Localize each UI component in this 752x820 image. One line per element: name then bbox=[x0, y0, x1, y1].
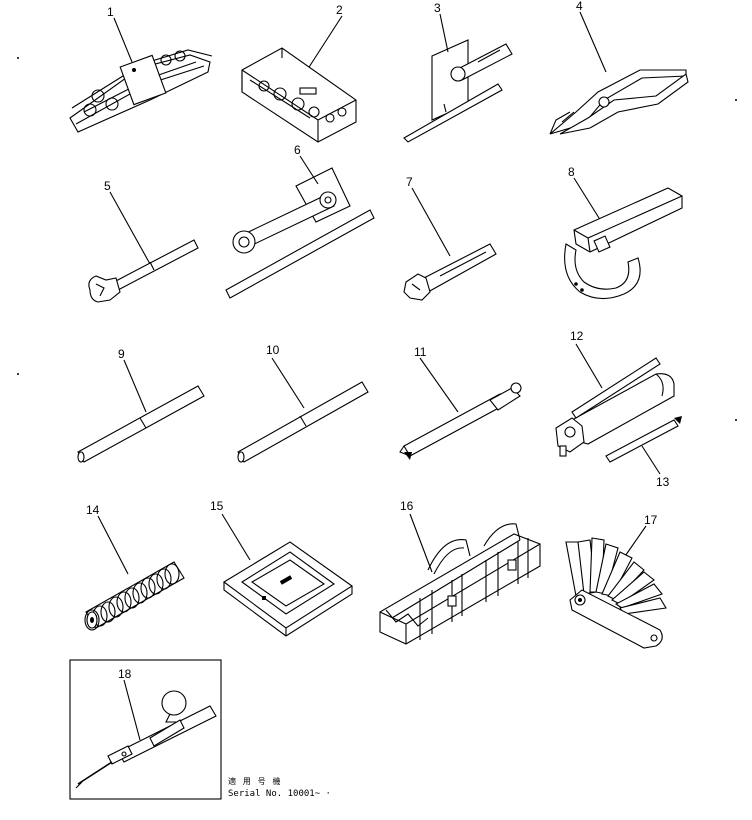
callout-14: 14 bbox=[86, 503, 100, 517]
tool-13-nozzle bbox=[605, 416, 682, 475]
callout-5: 5 bbox=[104, 179, 111, 193]
tool-11-rod bbox=[399, 357, 522, 460]
callout-6: 6 bbox=[294, 143, 301, 157]
serial-number-note: Serial No. 10001~ · bbox=[228, 789, 331, 799]
registration-dot bbox=[735, 99, 737, 101]
registration-dot bbox=[17, 57, 19, 59]
tool-7-adjustable-wrench bbox=[403, 187, 497, 301]
callout-15: 15 bbox=[210, 499, 224, 513]
tool-4-pliers bbox=[549, 11, 689, 135]
callout-18: 18 bbox=[118, 667, 132, 681]
tool-3-screwdriver bbox=[403, 13, 513, 143]
applicability-label: 適 用 号 機 bbox=[228, 777, 282, 786]
tool-16-tool-bag bbox=[379, 513, 541, 645]
registration-dot bbox=[735, 419, 737, 421]
callout-12: 12 bbox=[570, 329, 584, 343]
tool-8-filter-wrench bbox=[564, 177, 683, 300]
callout-7: 7 bbox=[406, 175, 413, 189]
tool-2-socket-set-box bbox=[241, 15, 357, 143]
registration-dot bbox=[17, 373, 19, 375]
tool-1-wrench-set bbox=[69, 17, 213, 133]
tool-17-feeler-gauge bbox=[565, 525, 667, 649]
tool-6-box-wrench bbox=[225, 155, 375, 299]
tool-15-case bbox=[221, 513, 353, 637]
callout-8: 8 bbox=[568, 165, 575, 179]
tool-5-spanner bbox=[88, 191, 199, 303]
tool-9-bar bbox=[77, 359, 205, 463]
callout-10: 10 bbox=[266, 343, 280, 357]
callout-11: 11 bbox=[414, 345, 427, 359]
tool-12-grease-gun bbox=[555, 343, 675, 457]
tool-18-boxed-tool bbox=[69, 659, 222, 800]
callout-1: 1 bbox=[107, 5, 114, 19]
callout-4: 4 bbox=[576, 0, 583, 13]
callout-17: 17 bbox=[644, 513, 658, 527]
tool-14-coil bbox=[84, 515, 185, 631]
callout-3: 3 bbox=[434, 1, 441, 15]
callout-9: 9 bbox=[118, 347, 125, 361]
callout-16: 16 bbox=[400, 499, 414, 513]
callout-13: 13 bbox=[656, 475, 670, 489]
callout-2: 2 bbox=[336, 3, 343, 17]
tool-10-bar bbox=[237, 357, 369, 463]
